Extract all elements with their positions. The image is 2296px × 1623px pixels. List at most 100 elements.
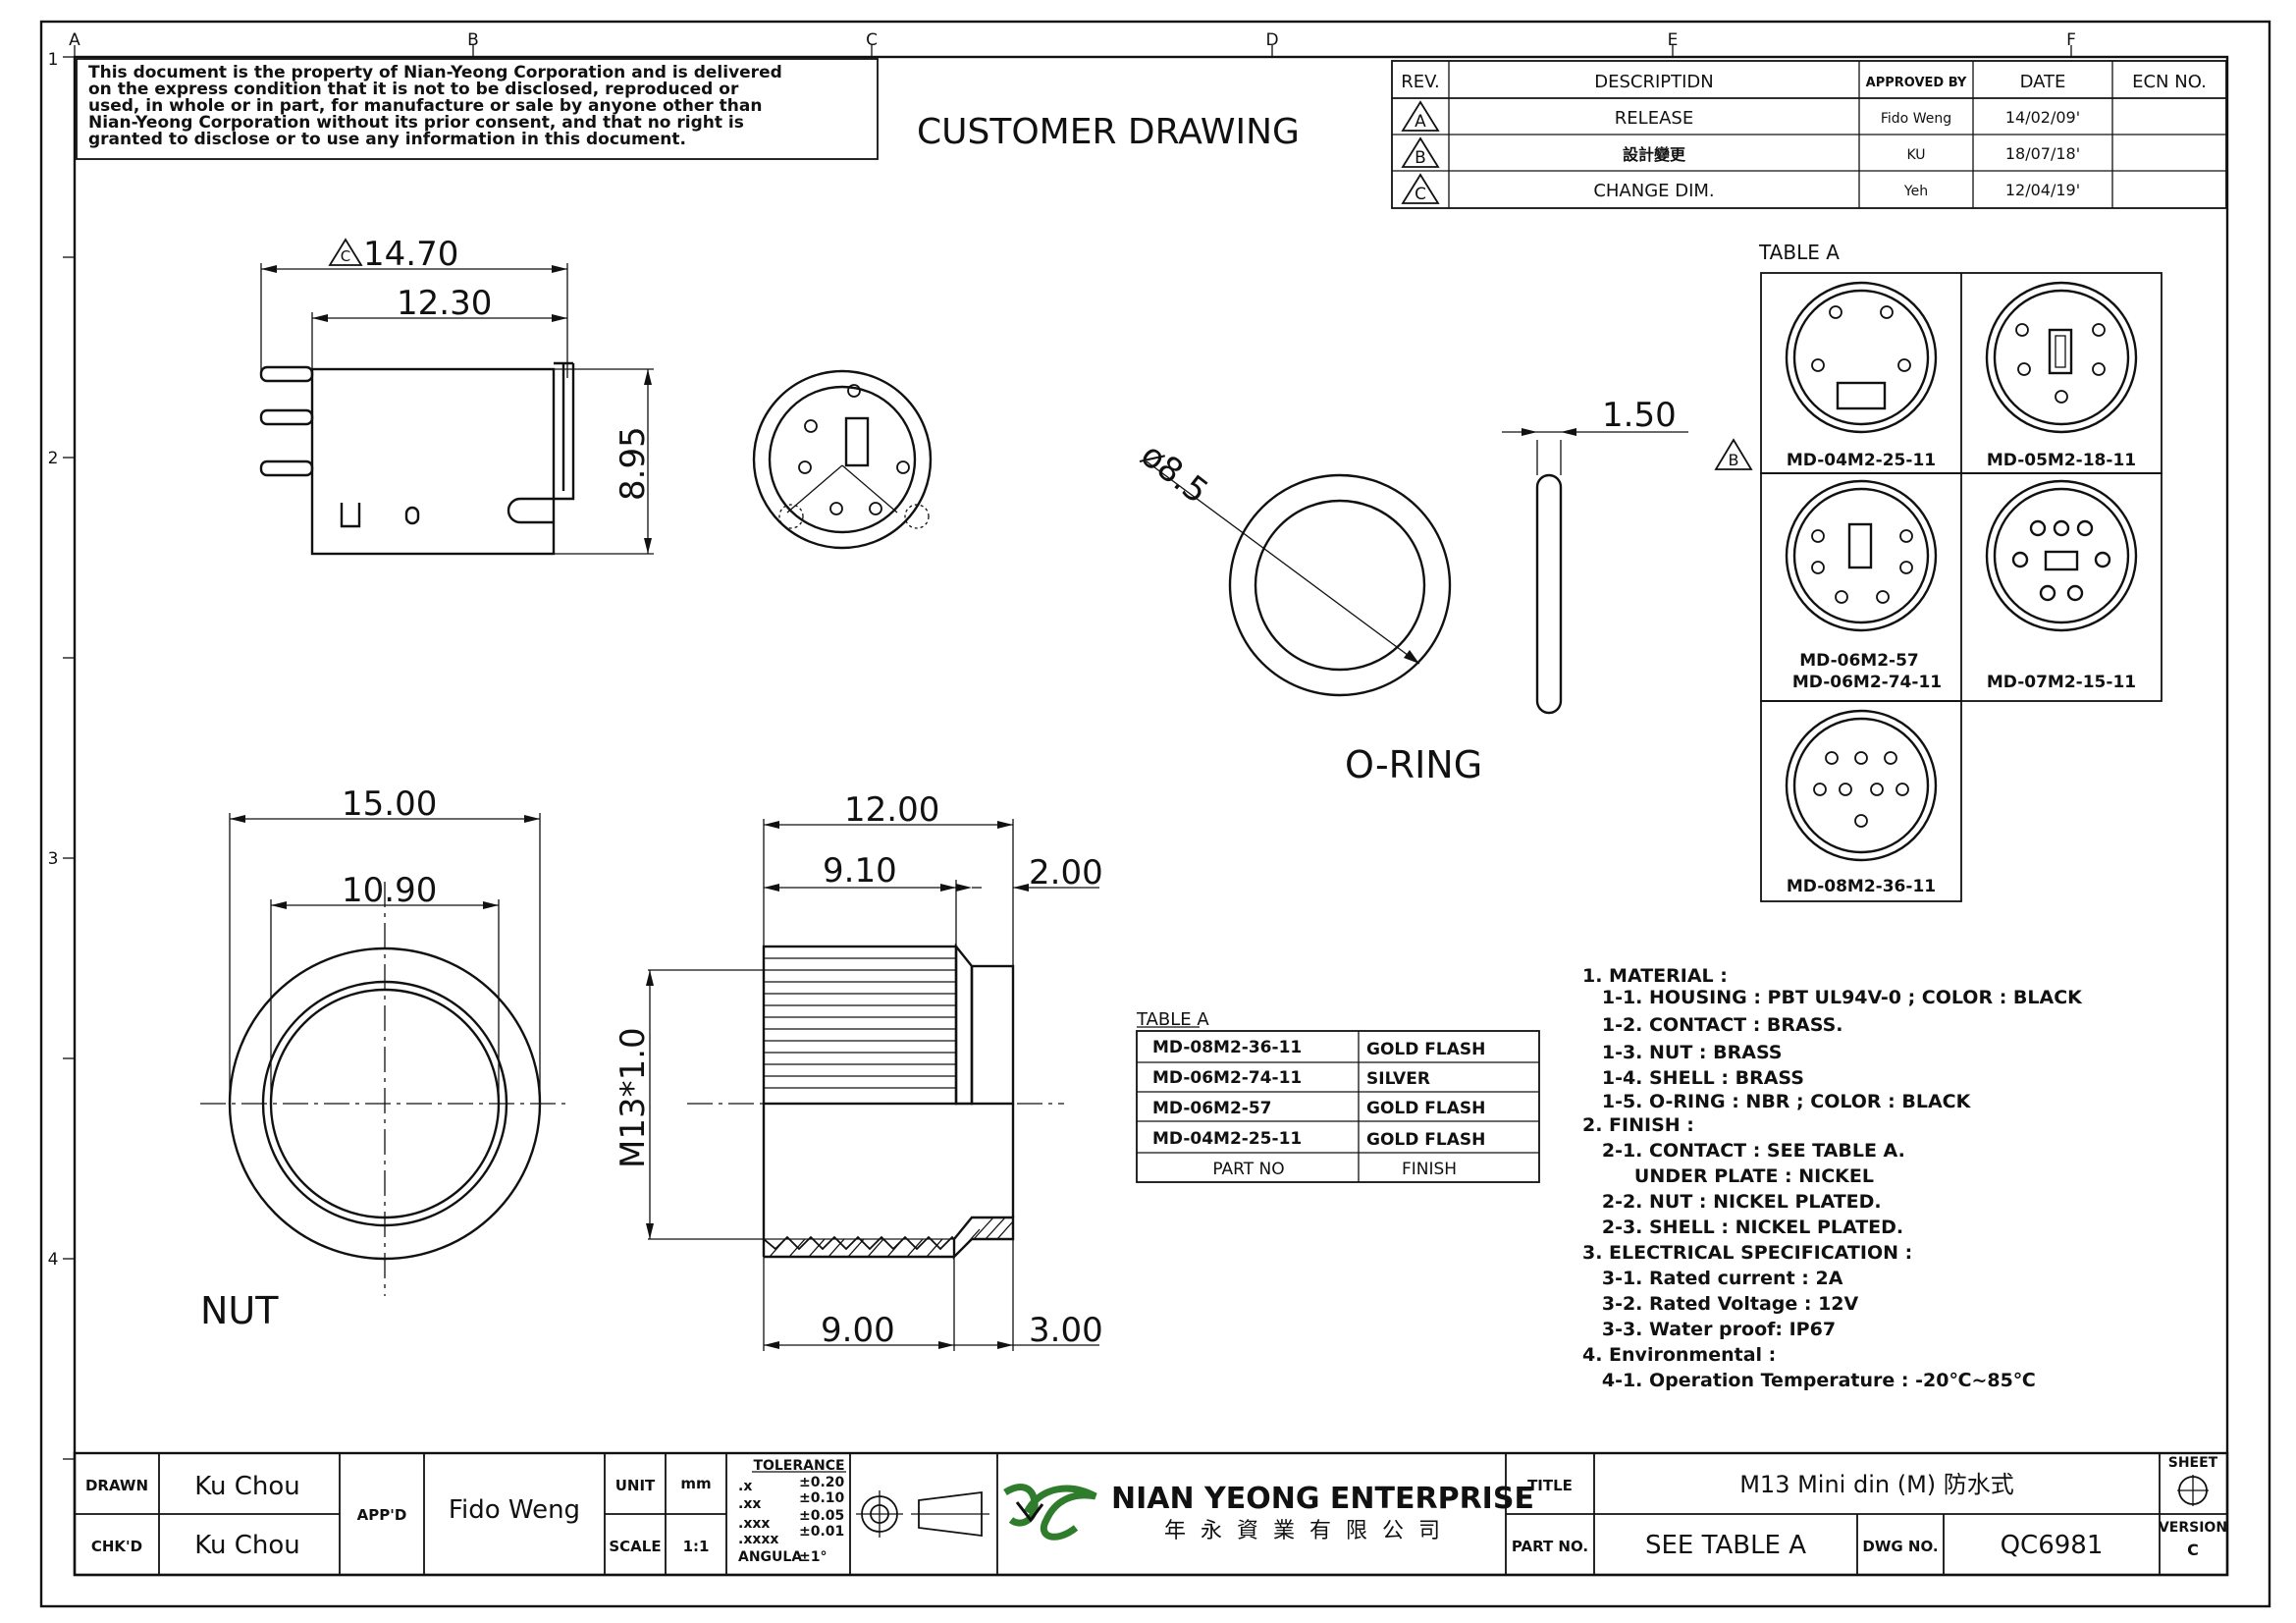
connector-md-06m2: MD-06M2-57 MD-06M2-74-11	[1785, 479, 1942, 692]
side-view: C 14.70 12.30 8.95	[259, 235, 654, 556]
grid-col-a: A	[69, 30, 80, 50]
tb-scale-value: 1:1	[683, 1538, 710, 1555]
connector-md-07m2: MD-07M2-15-11	[1985, 479, 2138, 692]
grid-row-1: 1	[48, 50, 59, 70]
connector-md-06m2-57-label: MD-06M2-57	[1799, 651, 1919, 671]
rev-header-ecn: ECN NO.	[2132, 72, 2207, 92]
rev-c-triangle: C	[1401, 173, 1440, 204]
notice-line-4: Nian-Yeong Corporation without its prior…	[88, 113, 744, 133]
grid-col-f: F	[2066, 30, 2076, 50]
rev-header-rev: REV.	[1401, 72, 1440, 92]
note-2-1: 2-1. CONTACT : SEE TABLE A.	[1582, 1140, 1905, 1162]
svg-text:A: A	[1415, 112, 1426, 132]
note-1-4: 1-4. SHELL : BRASS	[1582, 1067, 1804, 1089]
table-a-pictures: TABLE A B MD-04M2-25-11	[1714, 241, 2163, 902]
connector-md-08m2-label: MD-08M2-36-11	[1787, 877, 1936, 896]
company-name: NIAN YEONG ENTERPRISE	[1111, 1482, 1534, 1516]
tol-k-4: ANGULA	[738, 1549, 802, 1565]
notice-line-1: This document is the property of Nian-Ye…	[88, 63, 782, 82]
dim-thread-bottom-a: 9.00	[821, 1311, 895, 1350]
notice-box	[76, 58, 879, 160]
finish-row-2-finish: SILVER	[1366, 1069, 1430, 1089]
tb-title-label: TITLE	[1527, 1477, 1573, 1494]
table-a-finish: TABLE A MD-08M2-36-11 GOLD FLASH MD-06M2…	[1136, 1009, 1540, 1183]
notice-line-5: granted to disclose or to use any inform…	[88, 130, 686, 149]
tb-partno-value: SEE TABLE A	[1645, 1531, 1806, 1560]
tb-tolerance-list: .x ±0.20 .xx ±0.10 .xxx ±0.05 .xxxx ±0.0…	[738, 1475, 845, 1565]
dim-oring-diameter: ø8.5	[1133, 436, 1215, 513]
finish-header-finish: FINISH	[1402, 1160, 1457, 1179]
tb-sheet-label: SHEET	[2168, 1455, 2218, 1471]
rev-b-description: 設計變更	[1623, 145, 1686, 164]
tb-version-label: VERSION	[2159, 1520, 2227, 1536]
finish-row-3-part: MD-06M2-57	[1152, 1099, 1272, 1118]
dim-14-70: 14.70	[363, 235, 458, 274]
connector-md-06m2-74-label: MD-06M2-74-11	[1792, 673, 1942, 692]
table-a-finish-title: TABLE A	[1136, 1009, 1209, 1030]
tb-drawn-value: Ku Chou	[194, 1472, 300, 1501]
tb-chkd-value: Ku Chou	[194, 1531, 300, 1560]
dim-thread: M13*1.0	[614, 1027, 653, 1168]
title-block: DRAWN Ku Chou CHK'D Ku Chou APP'D Fido W…	[73, 1451, 2229, 1577]
rev-c-description: CHANGE DIM.	[1593, 181, 1714, 201]
tb-partno-label: PART NO.	[1512, 1538, 1588, 1555]
tol-k-0: .x	[738, 1479, 752, 1494]
note-3-2: 3-2. Rated Voltage : 12V	[1582, 1293, 1859, 1315]
note-1-3: 1-3. NUT : BRASS	[1582, 1042, 1782, 1063]
spec-notes: 1. MATERIAL : 1-1. HOUSING : PBT UL94V-0…	[1582, 965, 2083, 1391]
grid-col-d: D	[1265, 30, 1278, 50]
dim-nut-outer: 15.00	[342, 784, 437, 824]
connector-md-07m2-label: MD-07M2-15-11	[1987, 673, 2136, 692]
svg-text:C: C	[1415, 185, 1426, 204]
note-2: 2. FINISH :	[1582, 1114, 1694, 1136]
svg-text:C: C	[341, 247, 350, 265]
rev-header-description: DESCRIPTIDN	[1594, 72, 1714, 92]
note-3-1: 3-1. Rated current : 2A	[1582, 1268, 1843, 1289]
tol-v-4: ±1°	[799, 1549, 827, 1565]
dim-thread-step: 2.00	[1029, 853, 1103, 893]
tb-unit-value: mm	[680, 1475, 711, 1492]
svg-text:B: B	[1415, 148, 1426, 168]
tb-dwgno-value: QC6981	[2001, 1531, 2104, 1560]
rev-a-approved: Fido Weng	[1881, 111, 1951, 127]
oring-view: ø8.5 O-RING 1.50	[1133, 396, 1688, 786]
finish-row-1-part: MD-08M2-36-11	[1152, 1038, 1302, 1057]
finish-row-1-finish: GOLD FLASH	[1366, 1040, 1485, 1059]
note-1-5: 1-5. O-RING : NBR ; COLOR : BLACK	[1582, 1091, 1972, 1112]
nut-view: 15.00 10.90 NUT	[200, 784, 569, 1332]
note-2-1-under: UNDER PLATE : NICKEL	[1582, 1165, 1874, 1187]
company-logo	[1003, 1484, 1097, 1541]
tol-v-2: ±0.05	[799, 1508, 844, 1524]
tb-dwgno-label: DWG NO.	[1862, 1538, 1938, 1555]
grid-rows: 1 2 3 4	[48, 50, 75, 1460]
tb-title-value: M13 Mini din (M) 防水式	[1739, 1471, 2014, 1498]
grid-col-e: E	[1668, 30, 1679, 50]
connector-md-05m2: MD-05M2-18-11	[1985, 281, 2138, 470]
rev-a-description: RELEASE	[1615, 108, 1693, 129]
dim-thread-total: 12.00	[844, 790, 939, 830]
rev-b-marker	[1714, 438, 1753, 470]
note-3-3: 3-3. Water proof: IP67	[1582, 1319, 1836, 1340]
tol-v-0: ±0.20	[799, 1475, 845, 1490]
tol-v-3: ±0.01	[799, 1524, 844, 1540]
dim-12-30: 12.30	[397, 284, 492, 323]
dim-thread-knurl: 9.10	[823, 851, 897, 891]
rev-b-date: 18/07/18'	[2005, 144, 2080, 163]
rev-c-approved: Yeh	[1903, 184, 1928, 199]
tb-appd-value: Fido Weng	[449, 1495, 580, 1525]
note-1-1: 1-1. HOUSING : PBT UL94V-0 ; COLOR : BLA…	[1582, 987, 2083, 1008]
rev-header-date: DATE	[2020, 72, 2066, 92]
rev-b-triangle: B	[1401, 136, 1440, 168]
grid-row-2: 2	[48, 449, 59, 468]
dim-8-95: 8.95	[614, 426, 653, 501]
tol-k-2: .xxx	[738, 1516, 770, 1532]
rev-a-triangle: A	[1401, 100, 1440, 132]
finish-row-4-finish: GOLD FLASH	[1366, 1130, 1485, 1150]
thread-view: M13*1.0 12.00 9.10 2.00 9.00 3.00	[614, 790, 1103, 1351]
oring-label: O-RING	[1345, 743, 1482, 786]
tb-scale-label: SCALE	[609, 1538, 661, 1555]
tb-version-value: C	[2187, 1541, 2199, 1559]
note-4-1: 4-1. Operation Temperature : -20℃~85℃	[1582, 1370, 2036, 1391]
